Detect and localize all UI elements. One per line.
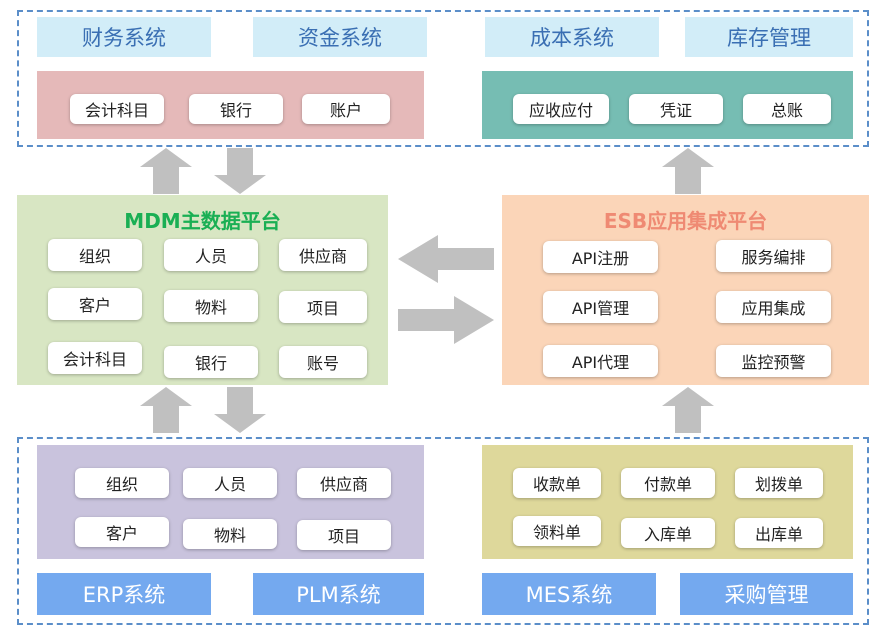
erp-data-panel: 组织 人员 供应商 客户 物料 项目 — [37, 445, 424, 559]
mdm-platform-panel: MDM主数据平台 组织 人员 供应商 客户 物料 项目 会计科目 银行 账号 — [17, 195, 388, 385]
finance-system-title: 财务系统 — [37, 17, 211, 57]
mes-item: 入库单 — [621, 518, 715, 548]
esb-item: 监控预警 — [716, 345, 831, 377]
mdm-platform-title: MDM主数据平台 — [124, 209, 281, 233]
mes-item: 付款单 — [621, 468, 715, 498]
mdm-item: 组织 — [48, 239, 142, 271]
finance-item: 账户 — [302, 94, 390, 124]
esb-item: 应用集成 — [716, 291, 831, 323]
inventory-management-title: 库存管理 — [685, 17, 853, 57]
cost-data-panel: 应收应付 凭证 总账 — [482, 71, 853, 139]
cost-item: 凭证 — [629, 94, 723, 124]
mdm-item: 项目 — [279, 291, 367, 323]
arrow-up-icon — [140, 387, 192, 433]
esb-platform-title: ESB应用集成平台 — [603, 209, 768, 233]
mdm-item: 供应商 — [279, 239, 367, 271]
erp-item: 人员 — [183, 468, 277, 498]
mdm-item: 客户 — [48, 288, 142, 320]
fund-system-title: 资金系统 — [253, 17, 427, 57]
arrow-left-icon — [398, 235, 494, 283]
plm-system-title: PLM系统 — [253, 573, 424, 615]
mdm-item: 人员 — [164, 239, 258, 271]
cost-item: 总账 — [743, 94, 831, 124]
erp-item: 组织 — [75, 468, 169, 498]
mes-item: 划拨单 — [735, 468, 823, 498]
cost-system-title: 成本系统 — [485, 17, 659, 57]
purchase-management-title: 采购管理 — [680, 573, 853, 615]
mes-item: 出库单 — [735, 518, 823, 548]
mdm-item: 会计科目 — [48, 342, 142, 374]
erp-system-title: ERP系统 — [37, 573, 211, 615]
esb-item: API注册 — [543, 241, 658, 273]
esb-item: 服务编排 — [716, 240, 831, 272]
arrow-up-icon — [140, 148, 192, 194]
finance-data-panel: 会计科目 银行 账户 — [37, 71, 424, 139]
erp-item: 客户 — [75, 517, 169, 547]
cost-item: 应收应付 — [513, 94, 609, 124]
arrow-up-icon — [662, 148, 714, 194]
mdm-item: 物料 — [164, 290, 258, 322]
esb-platform-panel: ESB应用集成平台 API注册 服务编排 API管理 应用集成 API代理 监控… — [502, 195, 869, 385]
mes-data-panel: 收款单 付款单 划拨单 领料单 入库单 出库单 — [482, 445, 853, 559]
mdm-item: 银行 — [164, 346, 258, 378]
arrow-right-icon — [398, 296, 494, 344]
arrow-down-icon — [214, 387, 266, 433]
arrow-up-icon — [662, 387, 714, 433]
erp-item: 供应商 — [297, 468, 391, 498]
esb-item: API代理 — [543, 345, 658, 377]
finance-item: 银行 — [189, 94, 283, 124]
erp-item: 项目 — [297, 520, 391, 550]
finance-item: 会计科目 — [70, 94, 164, 124]
mes-system-title: MES系统 — [482, 573, 656, 615]
erp-item: 物料 — [183, 519, 277, 549]
mes-item: 收款单 — [513, 468, 601, 498]
mes-item: 领料单 — [513, 516, 601, 546]
esb-item: API管理 — [543, 291, 658, 323]
top-systems-group — [17, 10, 869, 147]
arrow-down-icon — [214, 148, 266, 194]
mdm-item: 账号 — [279, 346, 367, 378]
bottom-systems-group — [17, 437, 869, 625]
